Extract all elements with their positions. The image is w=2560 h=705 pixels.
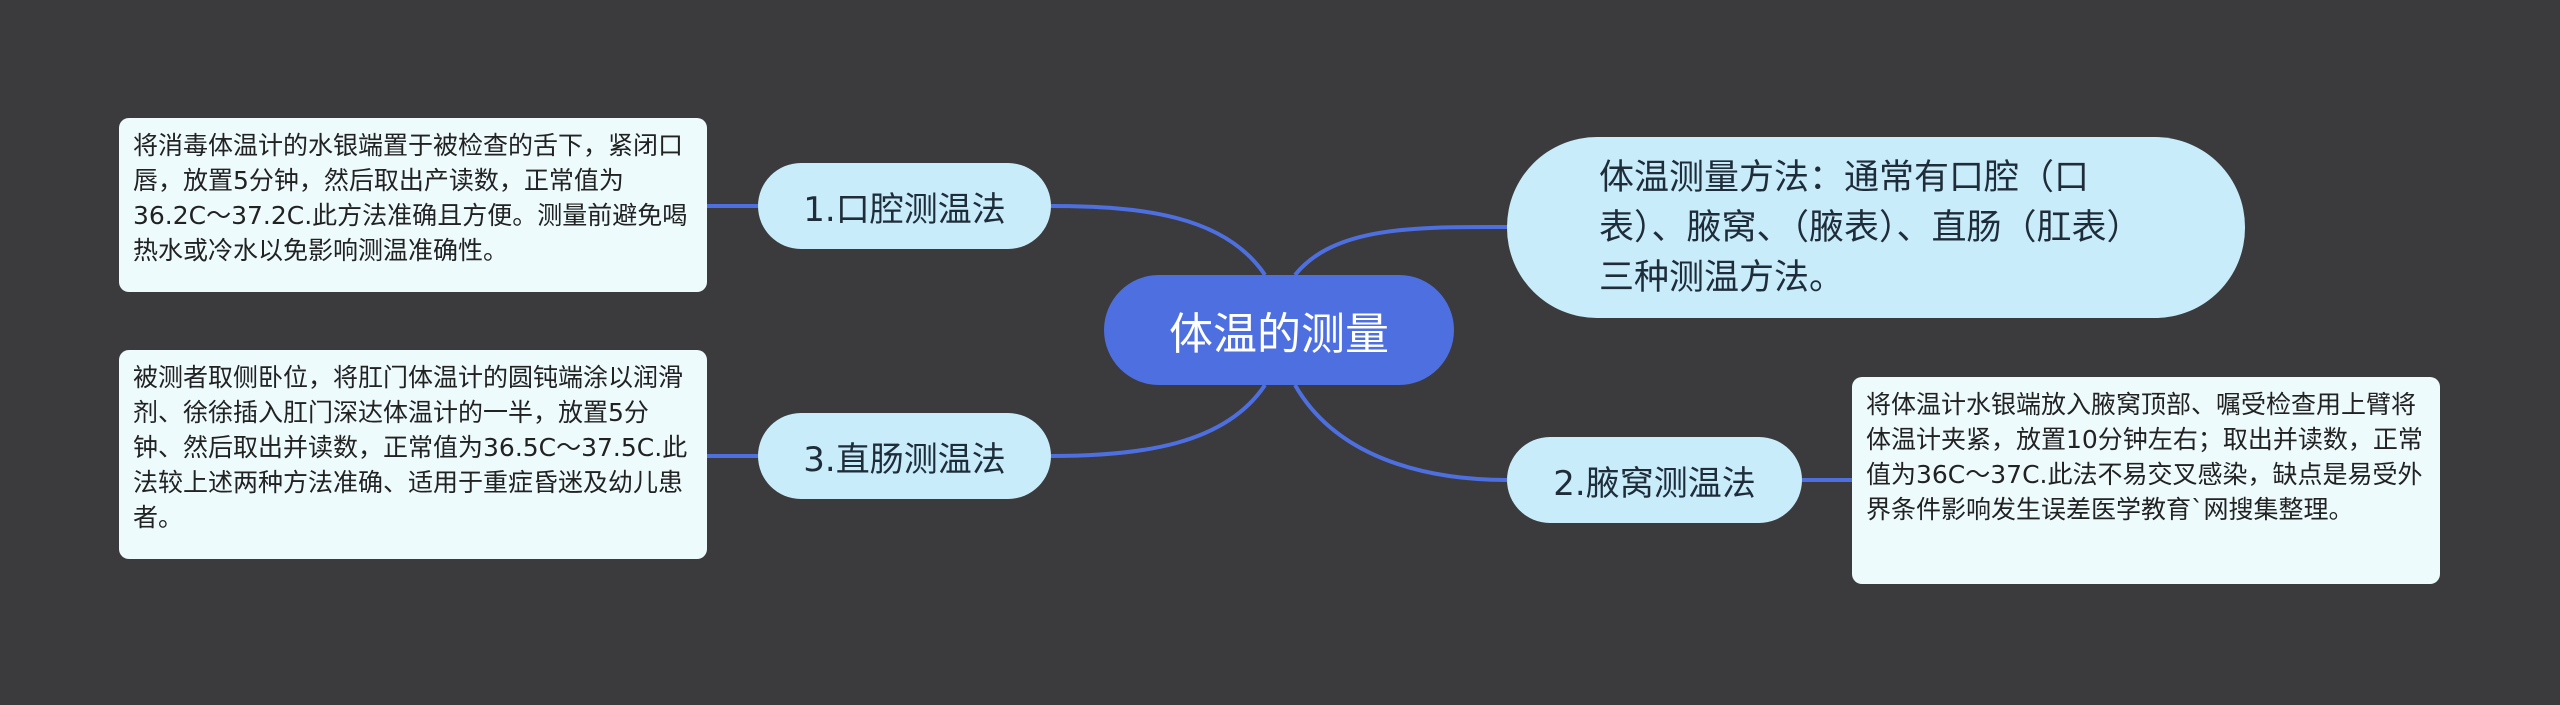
link-root-oral <box>1050 204 1267 277</box>
leaf-oral-text: 将消毒体温计的水银端置于被检查的舌下，紧闭口唇，放置5分钟，然后取出产读数，正常… <box>133 131 688 265</box>
branch-oral-label: 1.口腔测温法 <box>803 189 1006 230</box>
root-label: 体温的测量 <box>1169 309 1389 360</box>
root-node[interactable]: 体温的测量 <box>1104 275 1454 385</box>
leaf-axillary-text: 将体温计水银端放入腋窝顶部、嘱受检查用上臂将体温计夹紧，放置10分钟左右；取出并… <box>1866 390 2423 524</box>
branch-rectal-label: 3.直肠测温法 <box>803 439 1006 480</box>
branch-axillary-label: 2.腋窝测温法 <box>1553 463 1756 504</box>
link-root-summary <box>1293 224 1508 277</box>
branch-summary[interactable]: 体温测量方法：通常有口腔（口表）、腋窝、（腋表）、直肠（肛表）三种测温方法。 <box>1507 137 2245 318</box>
branch-summary-label: 体温测量方法：通常有口腔（口表）、腋窝、（腋表）、直肠（肛表）三种测温方法。 <box>1599 157 2142 298</box>
leaf-rectal-text: 被测者取侧卧位，将肛门体温计的圆钝端涂以润滑剂、徐徐插入肛门深达体温计的一半，放… <box>133 363 688 532</box>
link-root-axillary <box>1293 384 1508 482</box>
leaf-oral-detail[interactable]: 将消毒体温计的水银端置于被检查的舌下，紧闭口唇，放置5分钟，然后取出产读数，正常… <box>119 118 707 292</box>
leaf-axillary-detail[interactable]: 将体温计水银端放入腋窝顶部、嘱受检查用上臂将体温计夹紧，放置10分钟左右；取出并… <box>1852 377 2440 584</box>
branch-axillary[interactable]: 2.腋窝测温法 <box>1507 437 1802 523</box>
branch-oral[interactable]: 1.口腔测温法 <box>758 163 1051 249</box>
leaf-rectal-detail[interactable]: 被测者取侧卧位，将肛门体温计的圆钝端涂以润滑剂、徐徐插入肛门深达体温计的一半，放… <box>119 350 707 559</box>
branch-rectal[interactable]: 3.直肠测温法 <box>758 413 1051 499</box>
link-root-rectal <box>1050 383 1267 458</box>
